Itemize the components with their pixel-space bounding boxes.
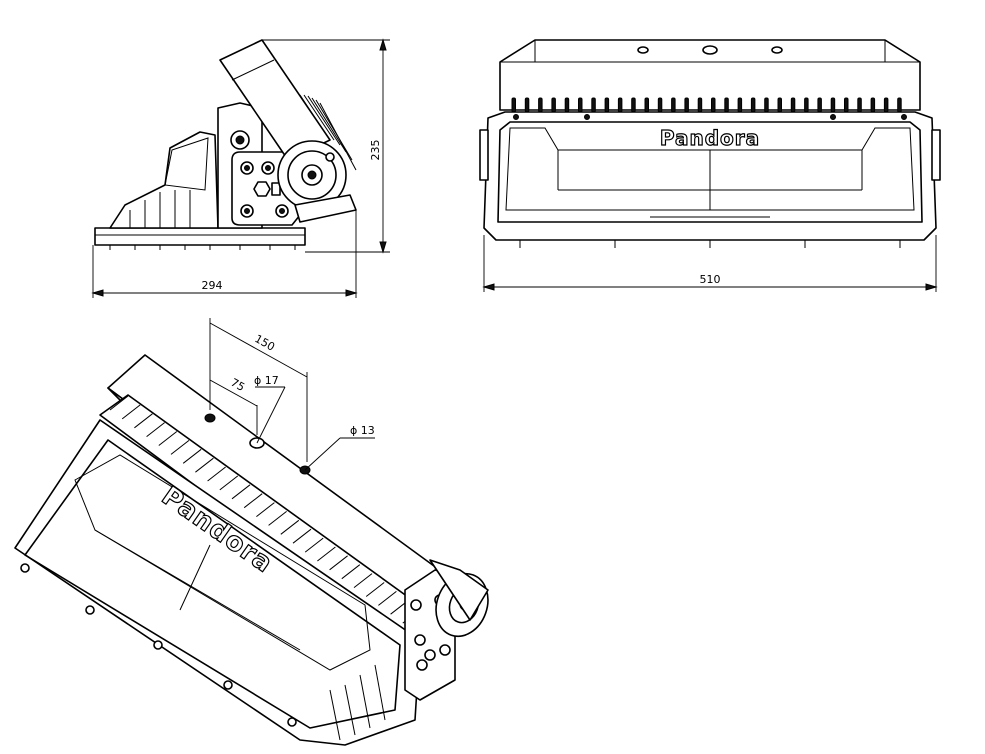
heatsink-fin — [737, 97, 743, 113]
heatsink-fin — [538, 97, 543, 113]
heatsink-fin — [304, 537, 324, 553]
heatsink-fin — [378, 591, 397, 606]
heatsink-fin — [353, 573, 373, 588]
dim-side-height: 235 — [369, 140, 382, 161]
heatsink-fin — [182, 448, 202, 464]
heatsink-fin — [750, 97, 756, 113]
heatsink-fin — [158, 431, 178, 446]
heatsink-fin — [511, 97, 516, 113]
heatsink-fin — [844, 97, 849, 113]
dim-hole-center-diameter: ϕ 17 — [254, 374, 279, 387]
heatsink-fin — [219, 475, 239, 491]
heatsink-fin — [256, 502, 275, 517]
heatsink-fin — [578, 97, 583, 113]
heatsink-fin — [591, 97, 596, 113]
heatsink-fin — [121, 404, 141, 420]
heatsink-fin — [684, 97, 689, 113]
heatsink-fin — [134, 413, 153, 429]
heatsink-fin — [231, 484, 251, 500]
heatsink-fin — [170, 440, 190, 455]
heatsink-fin — [617, 97, 623, 113]
heatsink-fin — [870, 97, 876, 113]
heatsink-fin — [207, 466, 226, 482]
heatsink-fin — [790, 97, 796, 113]
heatsink-fin — [195, 457, 214, 473]
heatsink-fin — [292, 528, 312, 544]
heatsink-fin — [564, 97, 570, 113]
front-view: Pandora 510 — [479, 39, 941, 292]
heatsink-fin — [317, 546, 336, 562]
heatsink-fin — [764, 97, 769, 113]
heatsink-fin — [857, 97, 862, 113]
dim-front-width: 510 — [700, 273, 721, 286]
heatsink-fin — [817, 97, 822, 113]
heatsink-fin — [365, 582, 385, 597]
heatsink-fin — [551, 97, 556, 113]
heatsink-fin — [883, 97, 889, 113]
heatsink-fin — [341, 564, 361, 580]
heatsink-fin — [697, 97, 703, 113]
heatsink-fin — [631, 97, 636, 113]
isometric-view: 150 75 ϕ 17 ϕ 13 Pandora — [14, 318, 489, 746]
dim-hole-side-diameter: ϕ 13 — [350, 424, 375, 437]
heatsink-fin — [724, 97, 729, 113]
dim-side-width: 294 — [202, 279, 223, 292]
dim-hole-spacing-inner: 75 — [228, 376, 247, 394]
heatsink-fin — [777, 97, 782, 113]
dim-hole-spacing-outer: 150 — [252, 332, 277, 354]
heatsink-fin — [268, 511, 287, 526]
heatsink-fin — [644, 97, 649, 113]
heatsink-fin — [109, 395, 129, 411]
heatsink-fin — [657, 97, 663, 113]
heatsink-fin — [604, 97, 610, 113]
heatsink-fin — [146, 422, 165, 437]
heatsink-fin — [804, 97, 809, 113]
heatsink-fin — [711, 97, 716, 113]
heatsink-fin — [671, 97, 676, 113]
brand-logo-front: Pandora — [660, 126, 760, 150]
heatsink-fin — [897, 97, 902, 113]
side-view: 235 294 — [91, 38, 390, 298]
heatsink-fin — [830, 97, 836, 113]
heatsink-fin — [329, 555, 348, 571]
heatsink-fin — [243, 493, 263, 509]
heatsink-fin — [280, 519, 300, 535]
heatsink-fin — [524, 97, 530, 113]
